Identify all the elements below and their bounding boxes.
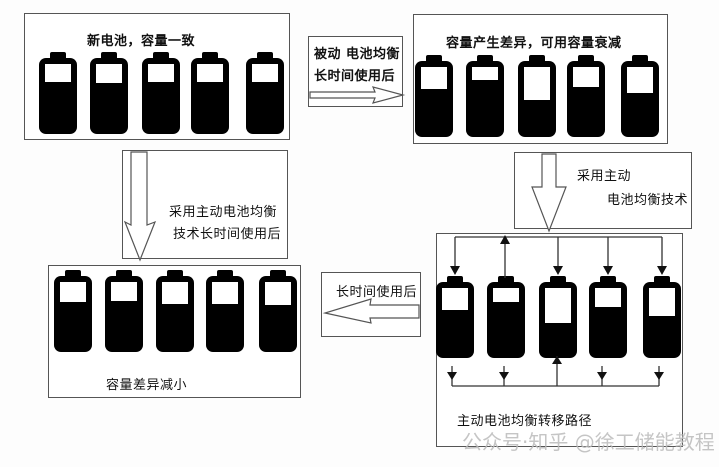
panel-result-caption: 容量差异减小 bbox=[106, 378, 188, 393]
active-longuse-label-1: 采用主动电池均衡 bbox=[169, 205, 278, 220]
battery-result-3 bbox=[156, 270, 194, 352]
active-tech-down-arrow bbox=[531, 153, 567, 233]
top-arrowheads bbox=[450, 235, 667, 275]
active-tech-label-1: 采用主动 bbox=[577, 169, 632, 184]
battery-passive-3 bbox=[518, 55, 556, 137]
battery-new-5 bbox=[246, 52, 284, 134]
battery-result-4 bbox=[206, 270, 244, 352]
battery-passive-1 bbox=[415, 55, 453, 137]
bottom-arrowheads bbox=[447, 356, 664, 380]
active-longuse-down-arrow bbox=[123, 151, 157, 262]
battery-active-2 bbox=[487, 276, 525, 358]
longuse-left-arrow bbox=[322, 298, 420, 324]
passive-label-1: 被动 电池均衡 bbox=[314, 47, 401, 62]
active-longuse-arrow-box: 采用主动电池均衡 技术长时间使用后 bbox=[122, 150, 288, 259]
passive-right-arrow bbox=[309, 86, 406, 104]
passive-label-2: 长时间使用后 bbox=[314, 69, 396, 84]
battery-active-1 bbox=[436, 276, 474, 358]
battery-passive-2 bbox=[466, 55, 504, 137]
panel-active-caption: 主动电池均衡转移路径 bbox=[457, 414, 593, 429]
battery-result-1 bbox=[54, 270, 92, 352]
battery-result-5 bbox=[259, 270, 297, 352]
battery-passive-4 bbox=[567, 55, 605, 137]
watermark: 公众号·知乎 @徐工储能教程 bbox=[462, 430, 715, 454]
active-tech-label-2: 电池均衡技术 bbox=[607, 193, 689, 208]
panel-new-title: 新电池，容量一致 bbox=[87, 34, 196, 49]
battery-new-2 bbox=[90, 52, 128, 134]
longuse-label: 长时间使用后 bbox=[336, 285, 418, 300]
battery-new-3 bbox=[142, 52, 180, 134]
panel-passive-title: 容量产生差异，可用容量衰减 bbox=[446, 36, 622, 51]
battery-new-1 bbox=[39, 52, 77, 134]
top-transfer-bus bbox=[454, 236, 663, 278]
battery-active-3 bbox=[539, 276, 577, 358]
battery-new-4 bbox=[191, 52, 229, 134]
battery-active-4 bbox=[589, 276, 627, 358]
battery-active-5 bbox=[643, 276, 681, 358]
battery-passive-5 bbox=[621, 55, 659, 137]
active-longuse-label-2: 技术长时间使用后 bbox=[173, 227, 282, 242]
battery-result-2 bbox=[105, 270, 143, 352]
